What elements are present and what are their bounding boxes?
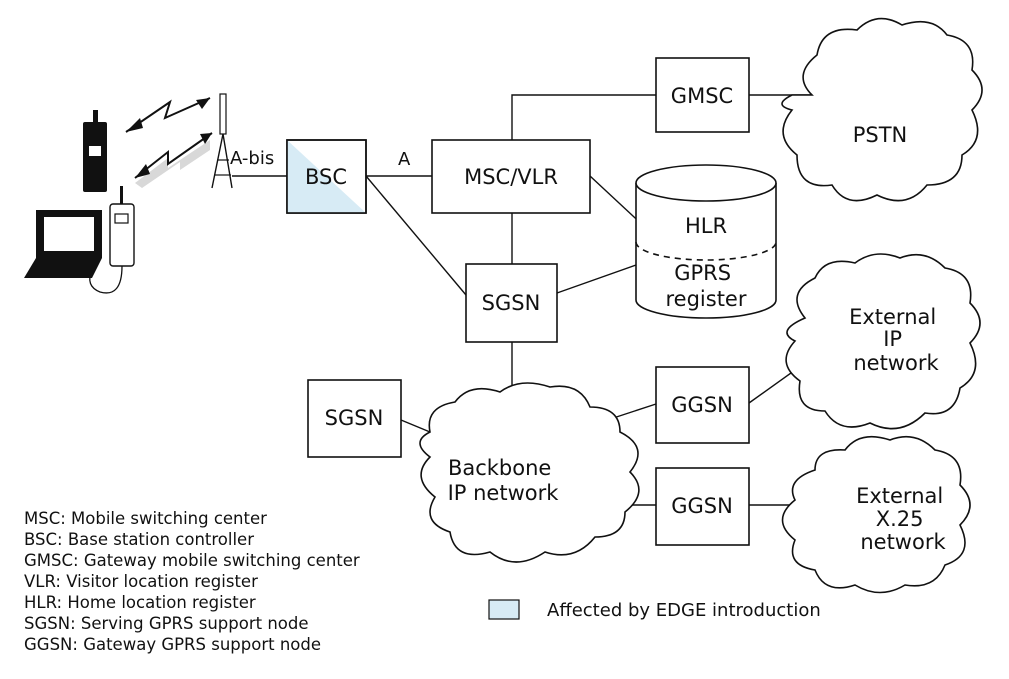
svg-text:External IP networ: External IP network [849,305,943,375]
legend-item-gmsc: GMSC: Gateway mobile switching center [24,551,360,570]
edge-affected-legend: Affected by EDGE introduction [488,599,821,621]
link-msc-gmsc [511,94,656,140]
legend-item-bsc: BSC: Base station controller [24,530,254,549]
handset-icon [89,186,135,294]
ggsn-x25-label: GGSN [671,494,733,518]
legend-item-hlr: HLR: Home location register [24,593,256,612]
ggsn-ip-label: GGSN [671,393,733,417]
bsc-label: BSC [305,165,347,189]
gmsc-node: GMSC [655,57,750,133]
link-bsc-sgsn [365,175,467,296]
bsc-node: BSC [286,139,367,214]
laptop-icon [24,210,102,278]
legend-item-vlr: VLR: Visitor location register [24,572,258,591]
svg-text:PSTN: PSTN [853,123,908,147]
radio-link-icon [125,97,213,188]
external-x25-cloud: External X.25 network [781,435,971,594]
external-ip-label-2: network [853,351,939,375]
abbreviation-legend: MSC: Mobile switching center BSC: Base s… [24,509,360,654]
backbone-cloud: Backbone IP network [419,382,640,563]
external-ip-cloud: External IP network [785,253,981,430]
backbone-label-0: Backbone [448,456,551,480]
svg-text:Backbone IP network: Backbone IP network [448,456,560,505]
pstn-cloud: PSTN [781,17,983,202]
ggsn-x25-node: GGSN [655,467,750,546]
external-ip-label-1: IP [883,327,902,351]
gmsc-label: GMSC [671,84,733,108]
hlr-gprs-register-database: HLR GPRS register [635,164,777,319]
external-x25-label-2: network [860,530,946,554]
antenna-tower-icon [211,93,233,189]
link-sgsn2-backbone [400,419,431,433]
gprs-register-label-1: register [666,287,747,311]
ggsn-ip-node: GGSN [655,366,750,444]
legend-item-ggsn: GGSN: Gateway GPRS support node [24,635,321,654]
pstn-label-0: PSTN [853,123,908,147]
msc-vlr-label: MSC/VLR [464,165,558,189]
gprs-register-label-0: GPRS [674,261,731,285]
edge-affected-shading [287,140,366,213]
legend-item-sgsn: SGSN: Serving GPRS support node [24,614,309,633]
mobile-phone-icon [83,110,107,192]
link-sgsn-hlr [556,264,637,294]
external-ip-label-0: External [849,305,936,329]
edge-affected-swatch [488,599,520,620]
sgsn-secondary-label: SGSN [325,406,384,430]
external-x25-label-1: X.25 [876,507,924,531]
edge-affected-label: Affected by EDGE introduction [547,600,821,621]
hlr-label: HLR [685,214,727,238]
a-interface-label: A [398,149,411,170]
svg-text:External X.25 netw: External X.25 network [856,484,950,554]
abis-interface-label: A-bis [230,148,274,169]
sgsn-node: SGSN [465,263,558,343]
external-x25-label-0: External [856,484,943,508]
sgsn-label: SGSN [482,291,541,315]
legend-item-msc: MSC: Mobile switching center [24,509,267,528]
backbone-label-1: IP network [448,481,560,505]
sgsn-secondary-node: SGSN [307,379,402,458]
msc-vlr-node: MSC/VLR [431,139,591,214]
svg-text:GPRS register: GPRS register [666,261,747,311]
